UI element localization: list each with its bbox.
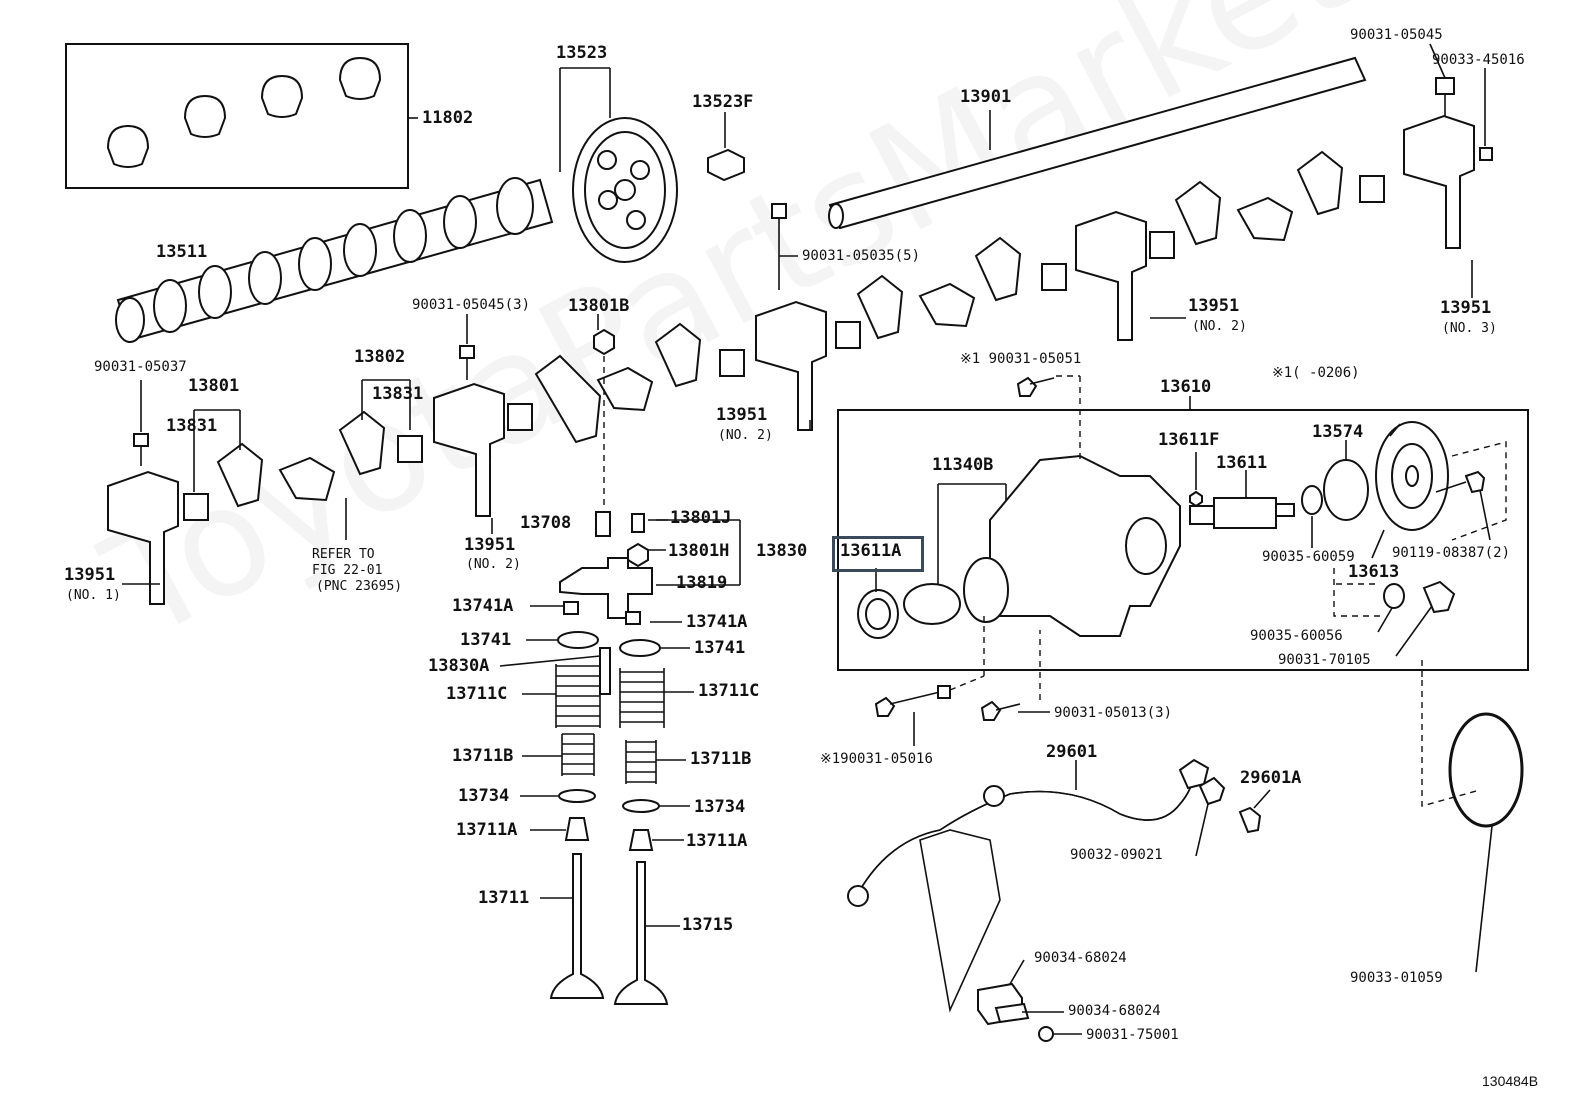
vacuum-pump-box <box>837 409 1529 671</box>
label-29601A[interactable]: 29601A <box>1240 768 1302 788</box>
bearing-shells <box>106 56 382 168</box>
label-no2-upper: (NO. 2) <box>1192 319 1247 334</box>
bolt-05035 <box>771 203 798 290</box>
label-13523F[interactable]: 13523F <box>692 92 754 112</box>
label-13802[interactable]: 13802 <box>354 347 406 367</box>
rocker-shaft <box>828 56 1367 230</box>
label-13715[interactable]: 13715 <box>682 915 734 935</box>
hose-assembly <box>847 758 1262 1013</box>
label-13711A-left[interactable]: 13711A <box>456 820 518 840</box>
label-13830A[interactable]: 13830A <box>428 656 490 676</box>
pulley-13574 <box>1375 421 1449 531</box>
label-13741-left[interactable]: 13741 <box>460 630 512 650</box>
label-90032-09021[interactable]: 90032-09021 <box>1070 847 1163 863</box>
label-13801H[interactable]: 13801H <box>668 541 730 561</box>
label-90119-08387[interactable]: 90119-08387(2) <box>1392 545 1511 561</box>
label-90035-60056[interactable]: 90035-60056 <box>1250 628 1343 644</box>
label-90033-01059[interactable]: 90033-01059 <box>1350 970 1443 986</box>
label-no2-lower: (NO. 2) <box>466 557 521 572</box>
label-13741A-right[interactable]: 13741A <box>686 612 748 632</box>
valve-stack-left <box>549 601 611 999</box>
label-13711B-right[interactable]: 13711B <box>690 749 752 769</box>
camshaft <box>115 177 554 343</box>
label-11802[interactable]: 11802 <box>422 108 474 128</box>
label-no3: (NO. 3) <box>1442 321 1497 336</box>
rotor-13611 <box>1189 497 1295 529</box>
label-13831-left[interactable]: 13831 <box>166 416 218 436</box>
label-13819[interactable]: 13819 <box>676 573 728 593</box>
label-13574[interactable]: 13574 <box>1312 422 1364 442</box>
label-29601[interactable]: 29601 <box>1046 742 1098 762</box>
label-13711C-left[interactable]: 13711C <box>446 684 508 704</box>
rocker-row-lower <box>107 322 702 605</box>
label-90031-70105[interactable]: 90031-70105 <box>1278 652 1371 668</box>
label-refer-to: REFER TO <box>312 547 375 562</box>
label-90031-05035[interactable]: 90031-05035(5) <box>802 248 921 264</box>
leader-lines-valve <box>499 519 694 927</box>
rocker-row-upper <box>719 114 1475 431</box>
label-13611A[interactable]: 13611A <box>840 541 902 561</box>
label-13901[interactable]: 13901 <box>960 87 1012 107</box>
label-13801[interactable]: 13801 <box>188 376 240 396</box>
label-13613[interactable]: 13613 <box>1348 562 1400 582</box>
label-90031-05013[interactable]: 90031-05013(3) <box>1054 705 1173 721</box>
label-90031-05045-3[interactable]: 90031-05045(3) <box>412 297 531 313</box>
label-90031-05016[interactable]: ※190031-05016 <box>820 751 933 767</box>
label-13711[interactable]: 13711 <box>478 888 530 908</box>
vacuum-pump <box>857 454 1181 639</box>
label-13830[interactable]: 13830 <box>756 541 808 561</box>
label-13611F[interactable]: 13611F <box>1158 430 1220 450</box>
label-13801B[interactable]: 13801B <box>568 296 630 316</box>
valve-bridge <box>559 557 653 619</box>
label-13610[interactable]: 13610 <box>1160 377 1212 397</box>
label-13951-no2-mid[interactable]: 13951 <box>716 405 768 425</box>
label-13611[interactable]: 13611 <box>1216 453 1268 473</box>
label-13711B-left[interactable]: 13711B <box>452 746 514 766</box>
label-13523[interactable]: 13523 <box>556 43 608 63</box>
label-13741-right[interactable]: 13741 <box>694 638 746 658</box>
label-90031-75001[interactable]: 90031-75001 <box>1086 1027 1179 1043</box>
label-13951-no1[interactable]: 13951 <box>64 565 116 585</box>
label-13951-no3[interactable]: 13951 <box>1440 298 1492 318</box>
label-90033-45016[interactable]: 90033-45016 <box>1432 52 1525 68</box>
o-ring <box>1448 712 1524 828</box>
label-13711A-right[interactable]: 13711A <box>686 831 748 851</box>
cam-gear <box>572 117 678 263</box>
label-13734-right[interactable]: 13734 <box>694 797 746 817</box>
label-no2-mid: (NO. 2) <box>718 428 773 443</box>
label-13708[interactable]: 13708 <box>520 513 572 533</box>
figure-number: 130484B <box>1482 1073 1539 1089</box>
label-refer-pnc: (PNC 23695) <box>316 579 403 594</box>
label-90034-68024-upper[interactable]: 90034-68024 <box>1034 950 1127 966</box>
label-11340B[interactable]: 11340B <box>932 455 994 475</box>
label-13741A-left[interactable]: 13741A <box>452 596 514 616</box>
label-13951-no2-lower[interactable]: 13951 <box>464 535 516 555</box>
label-no1: (NO. 1) <box>66 588 121 603</box>
label-range-0206: ※1( -0206) <box>1272 365 1360 381</box>
label-13711C-right[interactable]: 13711C <box>698 681 760 701</box>
bolt-05045 <box>1429 43 1455 116</box>
valve-stack-right <box>613 611 669 1005</box>
bearing-box <box>65 43 409 189</box>
label-90035-60059[interactable]: 90035-60059 <box>1262 549 1355 565</box>
label-refer-fig: FIG 22-01 <box>312 563 383 578</box>
label-90031-05045[interactable]: 90031-05045 <box>1350 27 1443 43</box>
label-90031-05051[interactable]: ※1 90031-05051 <box>960 351 1082 367</box>
label-13801J[interactable]: 13801J <box>670 508 732 528</box>
label-90034-68024-lower[interactable]: 90034-68024 <box>1068 1003 1161 1019</box>
label-13831-right[interactable]: 13831 <box>372 384 424 404</box>
label-13511[interactable]: 13511 <box>156 242 208 262</box>
label-90031-05037[interactable]: 90031-05037 <box>94 359 187 375</box>
highlight-13611A <box>832 536 924 572</box>
label-13734-left[interactable]: 13734 <box>458 786 510 806</box>
label-13951-no2-upper[interactable]: 13951 <box>1188 296 1240 316</box>
